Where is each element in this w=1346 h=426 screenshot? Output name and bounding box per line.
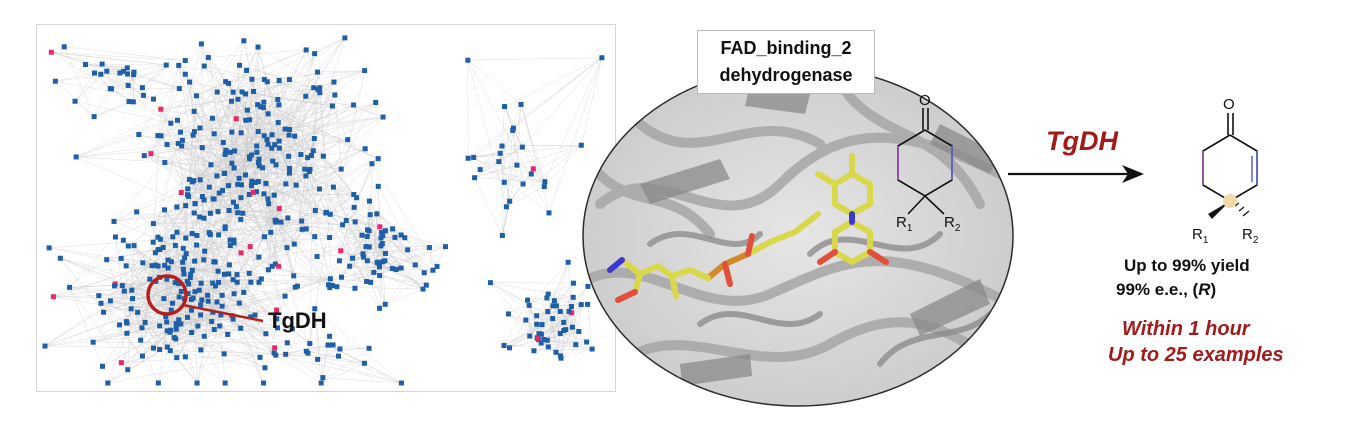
product-oxygen-label: O <box>1223 96 1235 113</box>
enzyme-name: TgDH <box>1046 126 1118 156</box>
substrate-structure <box>897 108 953 215</box>
product-r2-label: R2 <box>1242 226 1259 246</box>
enzyme-class: dehydrogenase <box>719 65 853 85</box>
enantiomeric-excess-text: 99% e.e., (R) <box>1116 280 1217 299</box>
tgdh-pointer-line <box>182 303 264 323</box>
sequence-similarity-network <box>36 24 616 392</box>
protein-structure-view <box>582 65 1014 407</box>
reaction-arrow <box>1008 165 1144 183</box>
network-graph <box>42 35 605 386</box>
reaction-time-text: Within 1 hour <box>1122 318 1250 340</box>
domain-name: FAD_binding_2 <box>720 38 852 58</box>
fad-ligand <box>607 153 889 303</box>
tgdh-highlight-circle <box>146 274 188 316</box>
tgdh-network-label: TgDH <box>268 308 327 333</box>
domain-label-box: FAD_binding_2 dehydrogenase <box>697 30 875 94</box>
product-r1-label: R1 <box>1192 226 1209 246</box>
product-structure <box>1202 113 1258 219</box>
yield-text: Up to 99% yield <box>1124 256 1250 275</box>
substrate-r1-label: R1 <box>896 214 913 234</box>
substrate-r2-label: R2 <box>944 214 961 234</box>
substrate-scope-text: Up to 25 examples <box>1108 344 1284 366</box>
substrate-oxygen-label: O <box>919 92 931 109</box>
